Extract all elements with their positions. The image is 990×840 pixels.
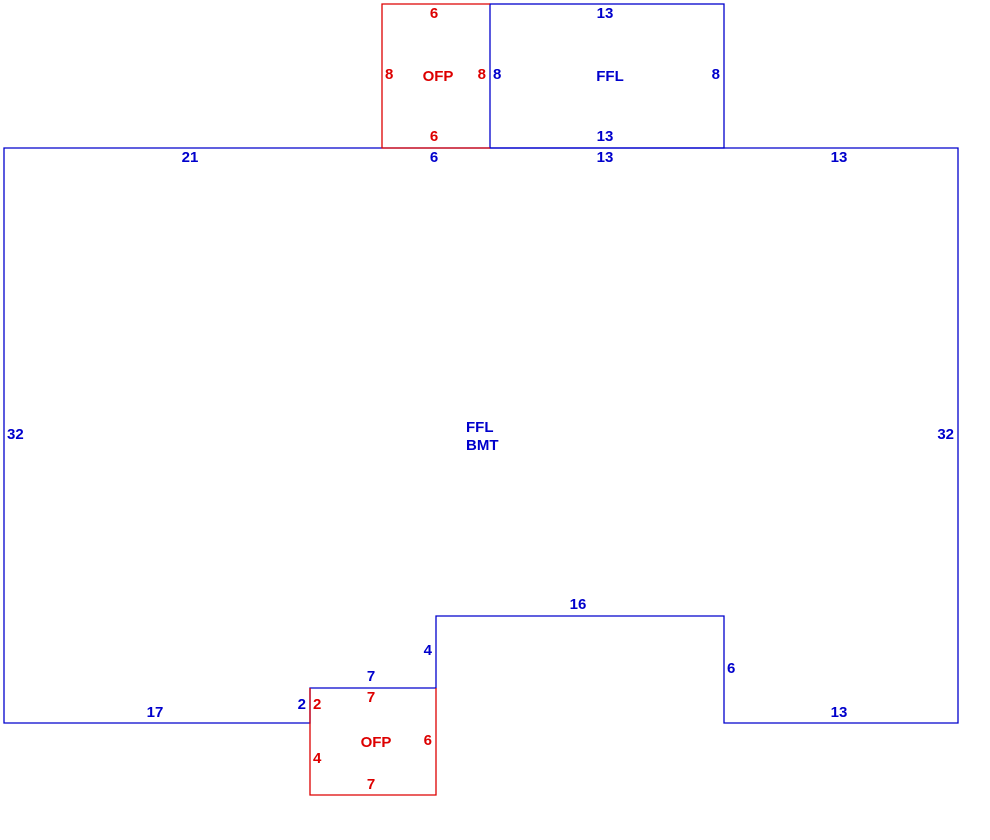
top-porch-outline [381,3,490,149]
dim-top-porch-left: 8 [385,66,393,83]
dim-bottom-porch-right: 6 [424,732,432,749]
dim-main-top-right: 13 [831,149,848,166]
dim-bottom-porch-top: 7 [367,689,375,706]
dim-top-porch-right: 8 [478,66,486,83]
top-ffl-area-label: FFL [596,68,624,85]
dim-top-porch-bottom: 6 [430,128,438,145]
dim-main-right: 32 [937,426,954,443]
dim-notch-top: 16 [570,596,587,613]
bottom-porch-outline [309,688,437,796]
top-ffl-outline [489,3,725,149]
dim-notch-right: 6 [727,660,735,677]
dim-main-bottom-right: 13 [831,704,848,721]
dim-main-top-mid-a: 6 [430,149,438,166]
dim-top-ffl-top: 13 [597,5,614,22]
dim-step-left: 2 [298,696,306,713]
main-area-label-ffl: FFL [466,419,494,436]
dim-bottom-porch-left-b: 4 [313,750,322,767]
dim-bottom-porch-left-a: 2 [313,696,321,713]
dim-top-ffl-left: 8 [493,66,501,83]
dim-notch-left: 4 [424,642,433,659]
main-area-outline [3,147,959,724]
bottom-porch-area-label: OFP [361,734,392,751]
dim-top-porch-top: 6 [430,5,438,22]
dim-main-left: 32 [7,426,24,443]
dim-main-top-mid-b: 13 [597,149,614,166]
dim-main-bottom-left: 17 [147,704,164,721]
top-porch-area-label: OFP [423,68,454,85]
dim-step-top: 7 [367,668,375,685]
main-area-label-bmt: BMT [466,437,499,454]
dim-bottom-porch-bottom: 7 [367,776,375,793]
dim-top-ffl-bottom: 13 [597,128,614,145]
dim-main-top-left: 21 [182,149,199,166]
dim-top-ffl-right: 8 [712,66,720,83]
